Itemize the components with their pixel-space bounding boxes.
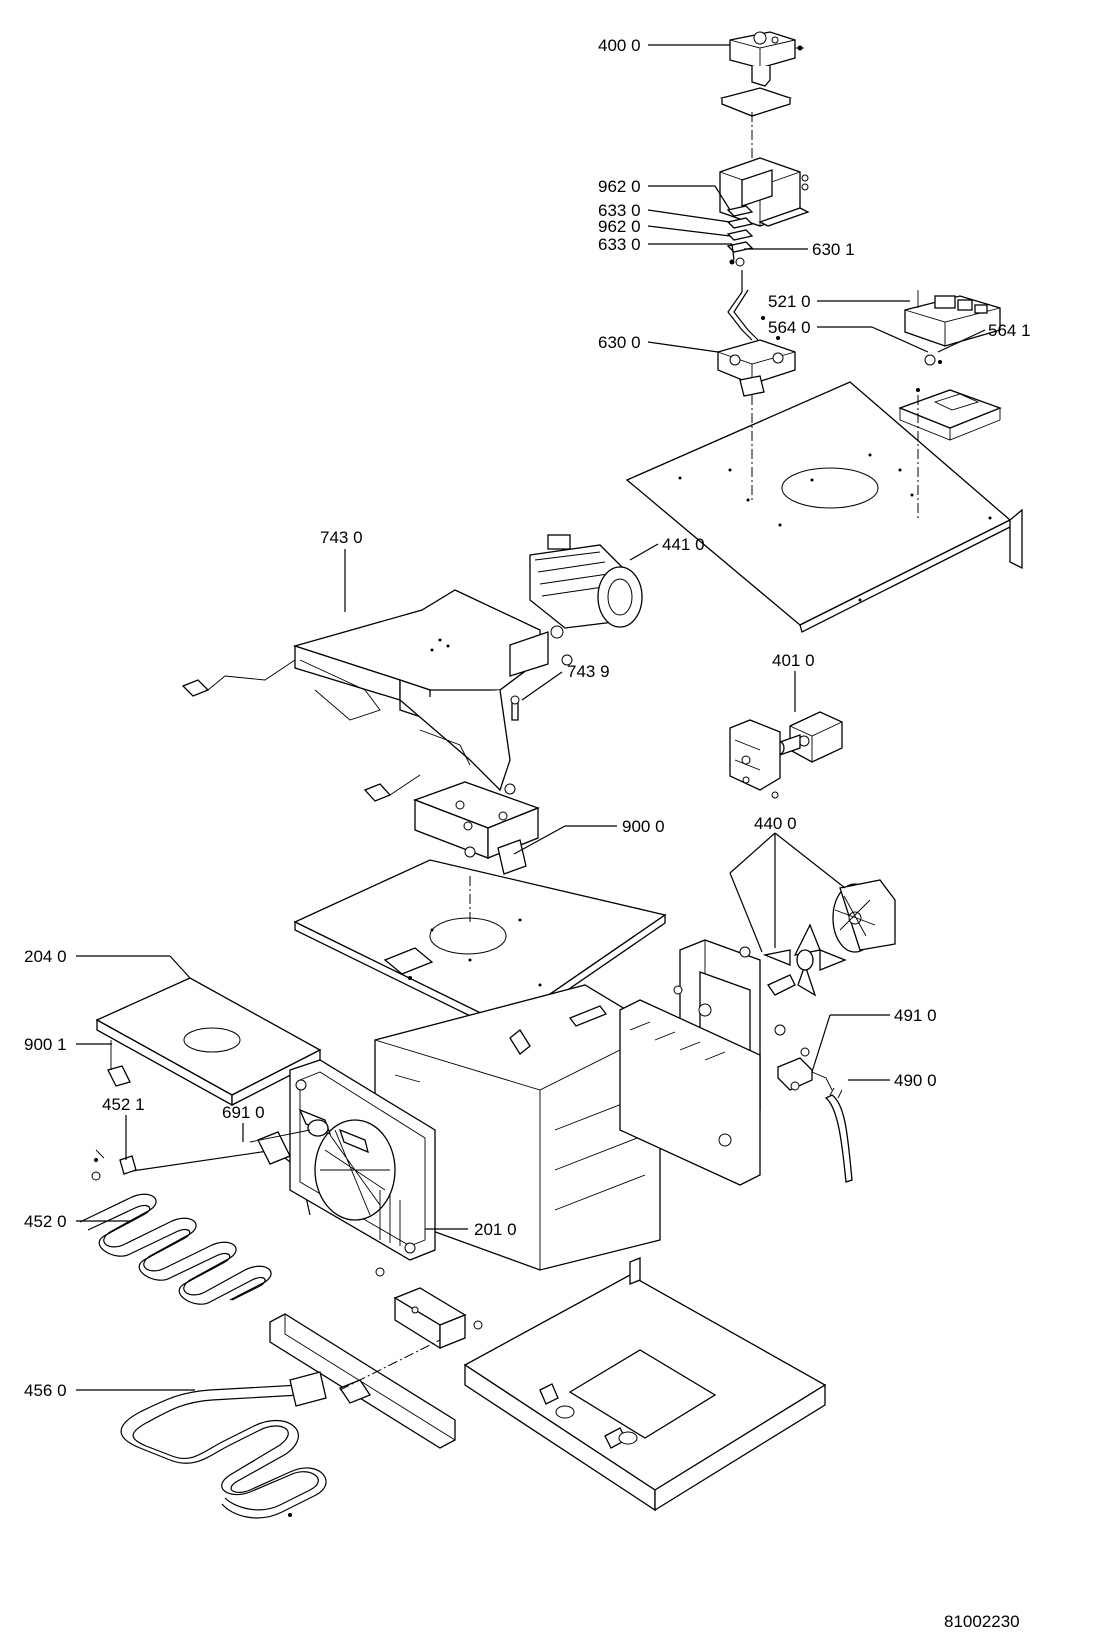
oven-cavity — [374, 984, 761, 1271]
part-691-oven-lamp — [249, 1119, 329, 1143]
callout-400-0: 400 0 — [598, 36, 641, 55]
board-cover-plate — [898, 389, 1002, 441]
part-900-terminal-box — [413, 781, 540, 878]
part-400-motor — [719, 31, 804, 117]
part-441-tangential-fan — [529, 534, 643, 629]
drawing-number: 81002230 — [944, 1612, 1020, 1631]
callout-630-1: 630 1 — [812, 240, 855, 259]
callout-labels: 400 0 962 0 633 0 962 0 633 0 630 1 521 … — [24, 36, 1031, 1631]
callout-490-0: 490 0 — [894, 1071, 937, 1090]
callout-401-0: 401 0 — [772, 651, 815, 670]
callout-962-0-a: 962 0 — [598, 177, 641, 196]
duct-fasteners — [181, 625, 573, 802]
callout-900-1: 900 1 — [24, 1035, 67, 1054]
callout-456-0: 456 0 — [24, 1381, 67, 1400]
bottom-bracket — [339, 1287, 483, 1391]
callout-962-0-b: 962 0 — [598, 217, 641, 236]
callout-452-0: 452 0 — [24, 1212, 67, 1231]
callout-521-0: 521 0 — [768, 292, 811, 311]
part-490-power-cable — [824, 1087, 853, 1183]
callout-743-0: 743 0 — [320, 528, 363, 547]
callout-633-0-b: 633 0 — [598, 235, 641, 254]
callout-440-0: 440 0 — [754, 814, 797, 833]
callout-900-0: 900 0 — [622, 817, 665, 836]
callout-691-0: 691 0 — [222, 1103, 265, 1122]
callout-491-0: 491 0 — [894, 1006, 937, 1025]
bottom-plinth — [463, 1257, 827, 1512]
part-204-grill-tray — [95, 977, 322, 1107]
part-743-cooling-duct — [292, 589, 549, 792]
callout-204-0: 204 0 — [24, 947, 67, 966]
leader-lines — [76, 44, 986, 1391]
part-440-convection-fan — [762, 879, 896, 997]
part-491-thermostat — [777, 1047, 833, 1091]
part-401-spit-motor — [729, 711, 843, 799]
callout-452-1: 452 1 — [102, 1095, 145, 1114]
callout-564-1: 564 1 — [988, 321, 1031, 340]
callout-441-0: 441 0 — [662, 535, 705, 554]
callout-630-0: 630 0 — [598, 333, 641, 352]
callout-201-0: 201 0 — [474, 1220, 517, 1239]
callout-743-9: 743 9 — [567, 662, 610, 681]
part-521-control-board — [904, 290, 1001, 392]
callout-564-0: 564 0 — [768, 318, 811, 337]
clip-washer-stack — [726, 205, 754, 267]
part-630-shaft — [717, 270, 796, 397]
part-452-grill-element — [79, 1131, 311, 1305]
part-456-bottom-element — [120, 1371, 327, 1519]
top-panel — [625, 381, 1023, 633]
callout-633-0-a: 633 0 — [598, 201, 641, 220]
